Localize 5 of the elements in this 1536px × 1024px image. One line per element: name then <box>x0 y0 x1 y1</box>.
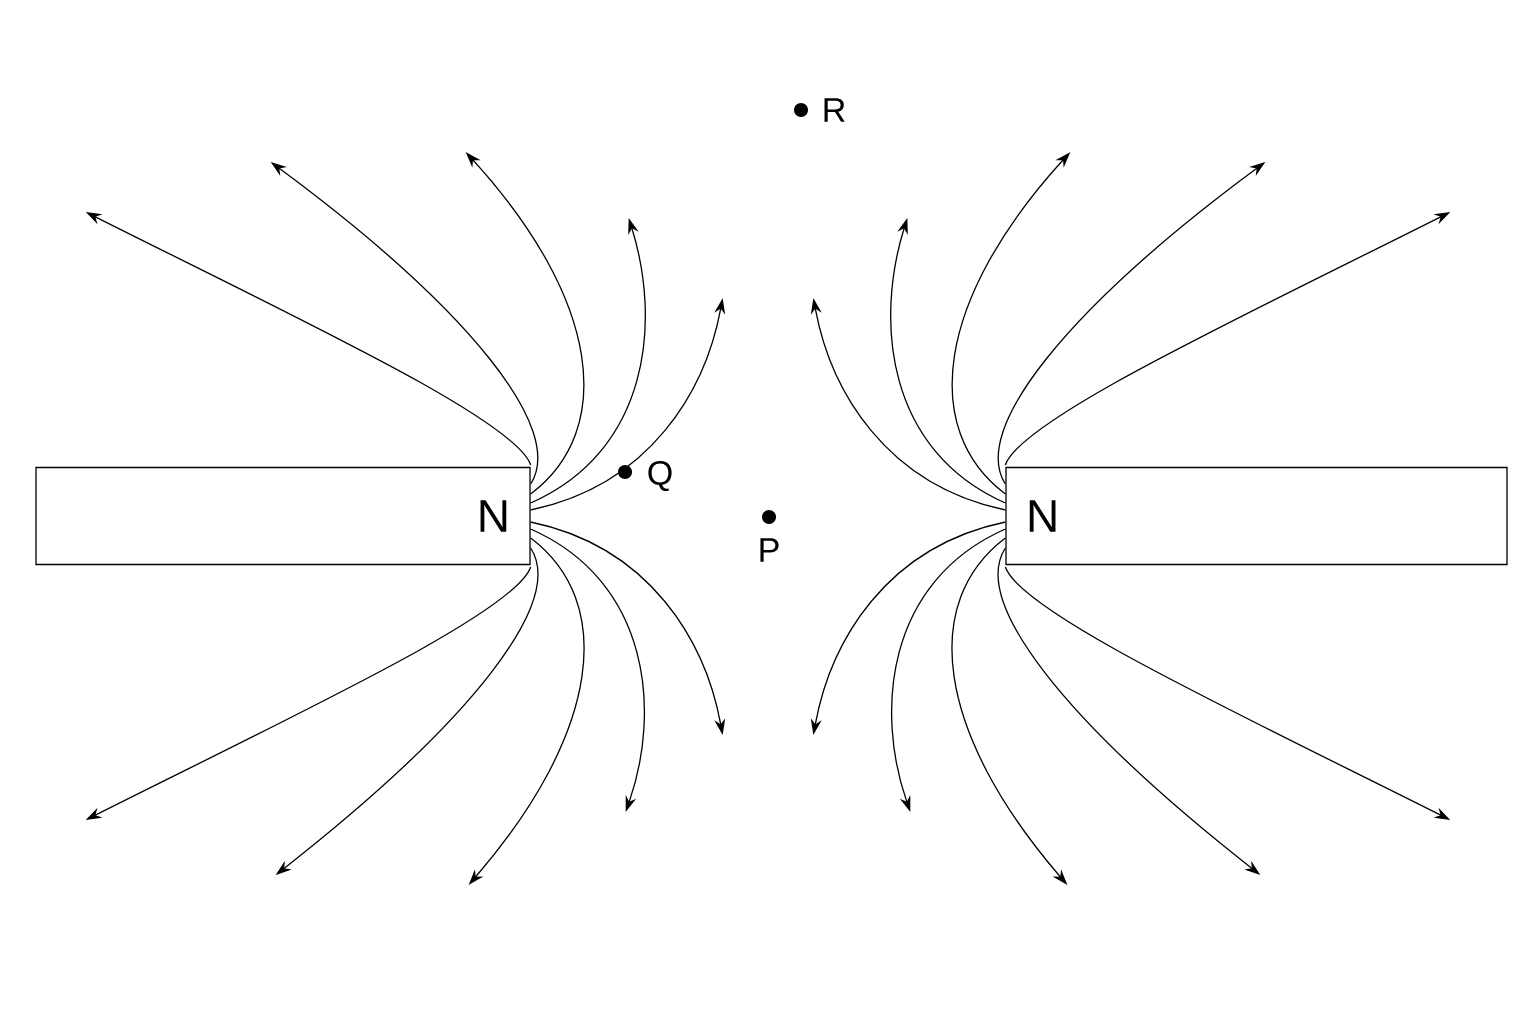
point-label: R <box>824 98 845 122</box>
point-label: Q <box>648 460 672 492</box>
point-label: P <box>760 538 779 562</box>
magnet-bar: N <box>1005 466 1508 566</box>
magnet-bar: N <box>35 466 531 566</box>
